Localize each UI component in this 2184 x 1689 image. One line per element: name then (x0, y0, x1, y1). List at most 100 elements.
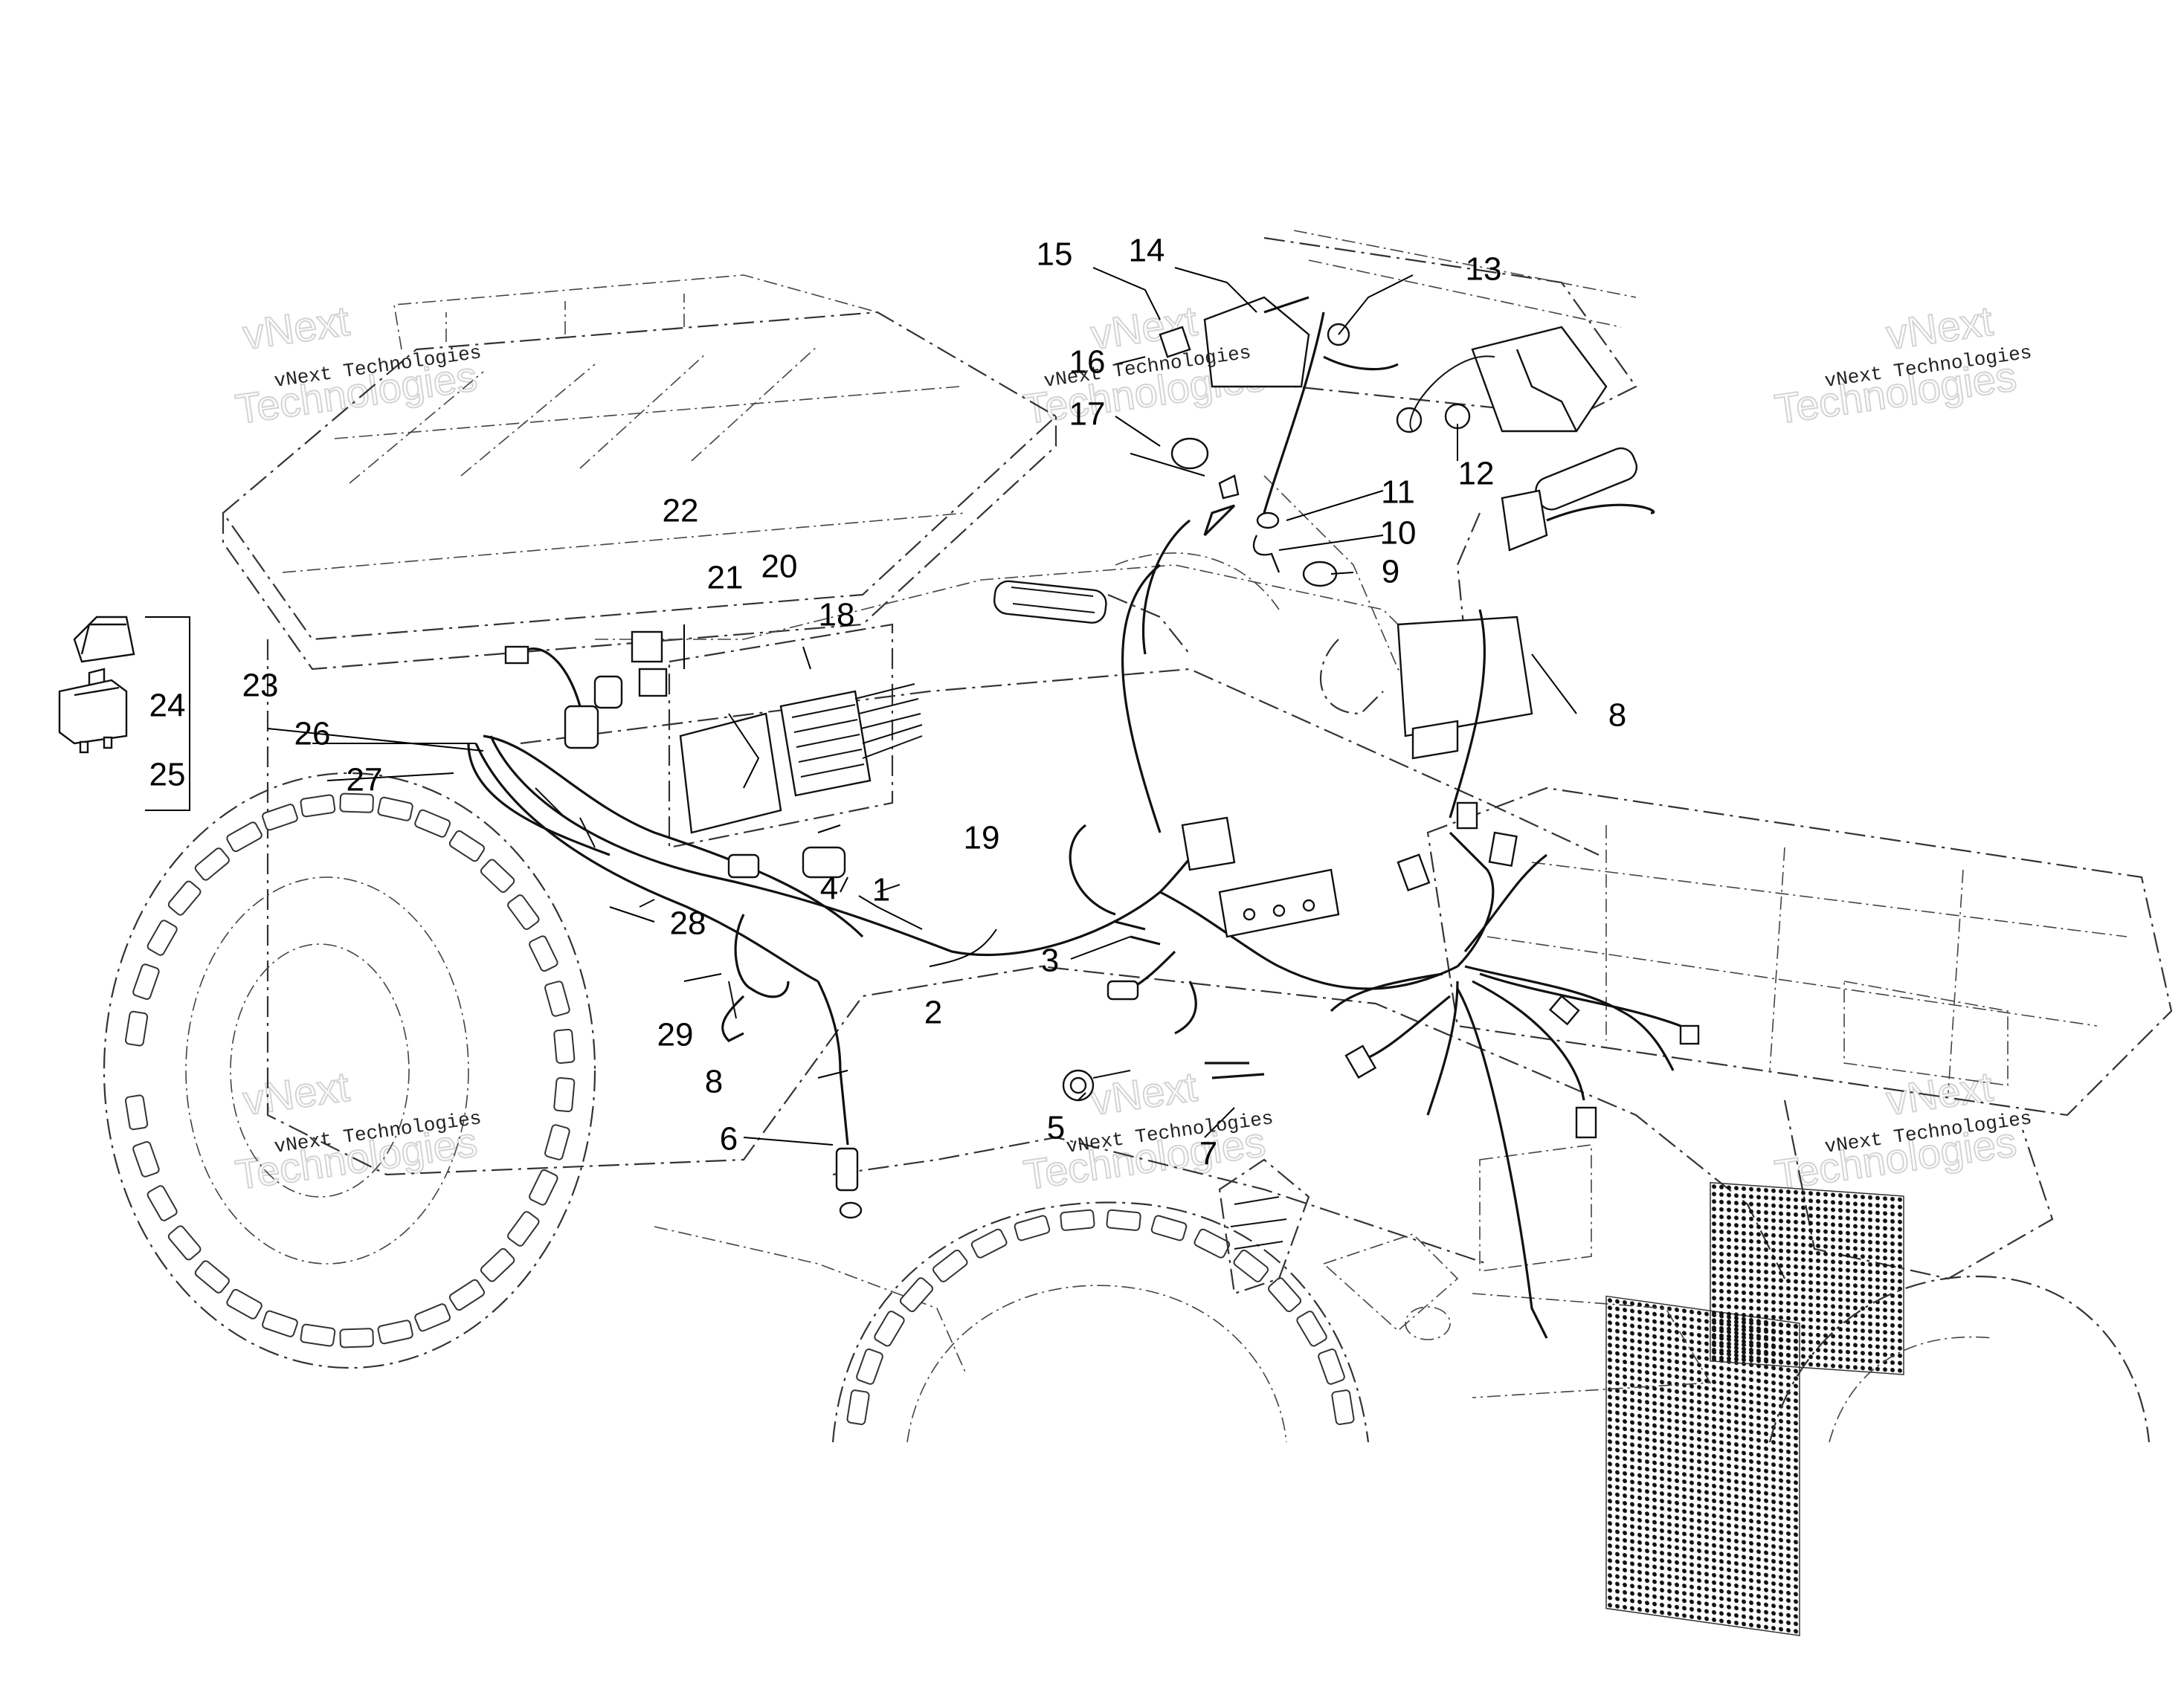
callout-10: 10 (1380, 515, 1417, 552)
watermark-large-word: vNext (240, 1063, 352, 1124)
callout-29: 29 (657, 1017, 694, 1053)
tire-tread-block (414, 809, 451, 838)
tire-tread-block (448, 830, 486, 862)
callout-11: 11 (1381, 474, 1415, 511)
switch-exploded-view (58, 616, 190, 811)
tire-tread-block (1331, 1389, 1355, 1425)
tire-tread-block (414, 1303, 451, 1332)
vehicle-body-outline (266, 475, 1785, 1376)
tire-tread-block (970, 1228, 1008, 1259)
tire-tread-block (146, 920, 178, 956)
callout-8-right: 8 (1608, 697, 1626, 734)
callout-8-left: 8 (705, 1064, 723, 1100)
callout-19: 19 (964, 820, 1000, 856)
tire-tread-block (226, 821, 262, 853)
tire-tread-block (448, 1279, 486, 1311)
headlight-pod (1320, 616, 1533, 760)
front-right-wheel (1768, 1275, 2151, 1443)
callout-25: 25 (149, 757, 186, 793)
tire-tread-block (132, 1141, 160, 1178)
tire-tread-block (480, 859, 515, 894)
tire-tread-block (1233, 1250, 1269, 1282)
callout-13: 13 (1466, 251, 1502, 288)
callout-18: 18 (819, 597, 855, 633)
tire-tread-block (124, 1094, 149, 1131)
callout-9: 9 (1382, 554, 1399, 590)
rear-cargo-rack (222, 274, 1057, 671)
tire-tread-block (300, 1323, 336, 1347)
tire-tread-block (167, 1225, 202, 1261)
tire-tread-block (262, 1310, 298, 1337)
tire-tread-block (124, 1010, 149, 1047)
callout-16: 16 (1069, 344, 1106, 381)
tire-tread-block (899, 1277, 933, 1312)
tire-tread-block (194, 847, 230, 881)
instrument-panel-inset (1121, 230, 1637, 833)
watermark-brand-lines: vNext Technologies vNext Technologies vN… (273, 341, 2033, 1158)
tire-tread-block (1194, 1228, 1231, 1259)
callout-21: 21 (707, 560, 744, 596)
tire-tread-block (480, 1247, 515, 1282)
tire-tread-block (1150, 1215, 1188, 1241)
callout-22: 22 (663, 493, 699, 529)
callout-6: 6 (720, 1121, 738, 1157)
callout-4: 4 (820, 871, 838, 907)
tire-tread-block (194, 1260, 230, 1294)
tire-tread-block (553, 1028, 576, 1065)
tire-tread-block (262, 804, 298, 831)
tire-tread-block (226, 1288, 262, 1320)
leader-lines (267, 267, 1577, 1146)
tire-tread-block (146, 1185, 178, 1221)
callout-28: 28 (670, 905, 706, 942)
tire-tread-block (544, 981, 570, 1017)
tire-tread-block (1060, 1209, 1095, 1231)
callout-24: 24 (149, 688, 186, 724)
callout-5: 5 (1047, 1110, 1065, 1146)
handlebar (993, 447, 1655, 655)
tire-tread-block (132, 963, 160, 1000)
tire-tread-block (1268, 1277, 1302, 1312)
tire-tread-block (874, 1311, 905, 1347)
tire-tread-block (544, 1124, 570, 1160)
front-wheel (831, 1201, 1370, 1443)
callout-20: 20 (761, 549, 798, 585)
tire-tread-block (846, 1389, 870, 1425)
control-box-components (467, 623, 923, 938)
tire-tread-block (507, 1211, 540, 1247)
suspension-details (1218, 1158, 1712, 1398)
front-cargo-rack (1426, 787, 2173, 1636)
tire-tread-block (1318, 1349, 1345, 1385)
tire-tread-block (377, 1320, 413, 1345)
watermark-large-word: vNext (240, 297, 352, 358)
tire-tread-block (932, 1250, 968, 1282)
tire-tread-block (1014, 1215, 1051, 1241)
tire-tread-block (1296, 1311, 1327, 1347)
callout-12: 12 (1458, 456, 1495, 492)
tire-tread-block (507, 894, 540, 930)
callout-15: 15 (1037, 236, 1073, 273)
callout-1: 1 (872, 872, 890, 908)
watermark-large-word: vNext (1088, 1063, 1200, 1124)
callout-2: 2 (924, 995, 942, 1031)
callout-labels: 1 2 3 4 5 6 7 8 8 9 10 11 12 13 14 15 16… (149, 233, 1627, 1172)
callout-17: 17 (1069, 396, 1106, 433)
callout-27: 27 (347, 762, 383, 798)
tire-tread-block (1106, 1209, 1141, 1231)
callout-14: 14 (1129, 233, 1165, 269)
callout-23: 23 (242, 668, 279, 704)
callout-26: 26 (294, 716, 331, 752)
tire-tread-block (529, 1169, 558, 1206)
main-wiring-harness (474, 609, 1700, 1339)
callout-7: 7 (1199, 1136, 1217, 1172)
callout-3: 3 (1041, 943, 1059, 979)
tire-tread-block (300, 794, 336, 818)
tire-tread-block (339, 1328, 374, 1349)
tire-tread-block (529, 935, 558, 972)
tire-tread-block (377, 796, 413, 821)
rear-wheel (103, 772, 596, 1369)
watermark-group: vNext Technologies vNext Technologies vN… (232, 297, 2020, 1199)
tire-tread-block (339, 792, 374, 813)
tire-tread-block (856, 1349, 883, 1385)
tire-tread-block (553, 1076, 576, 1113)
